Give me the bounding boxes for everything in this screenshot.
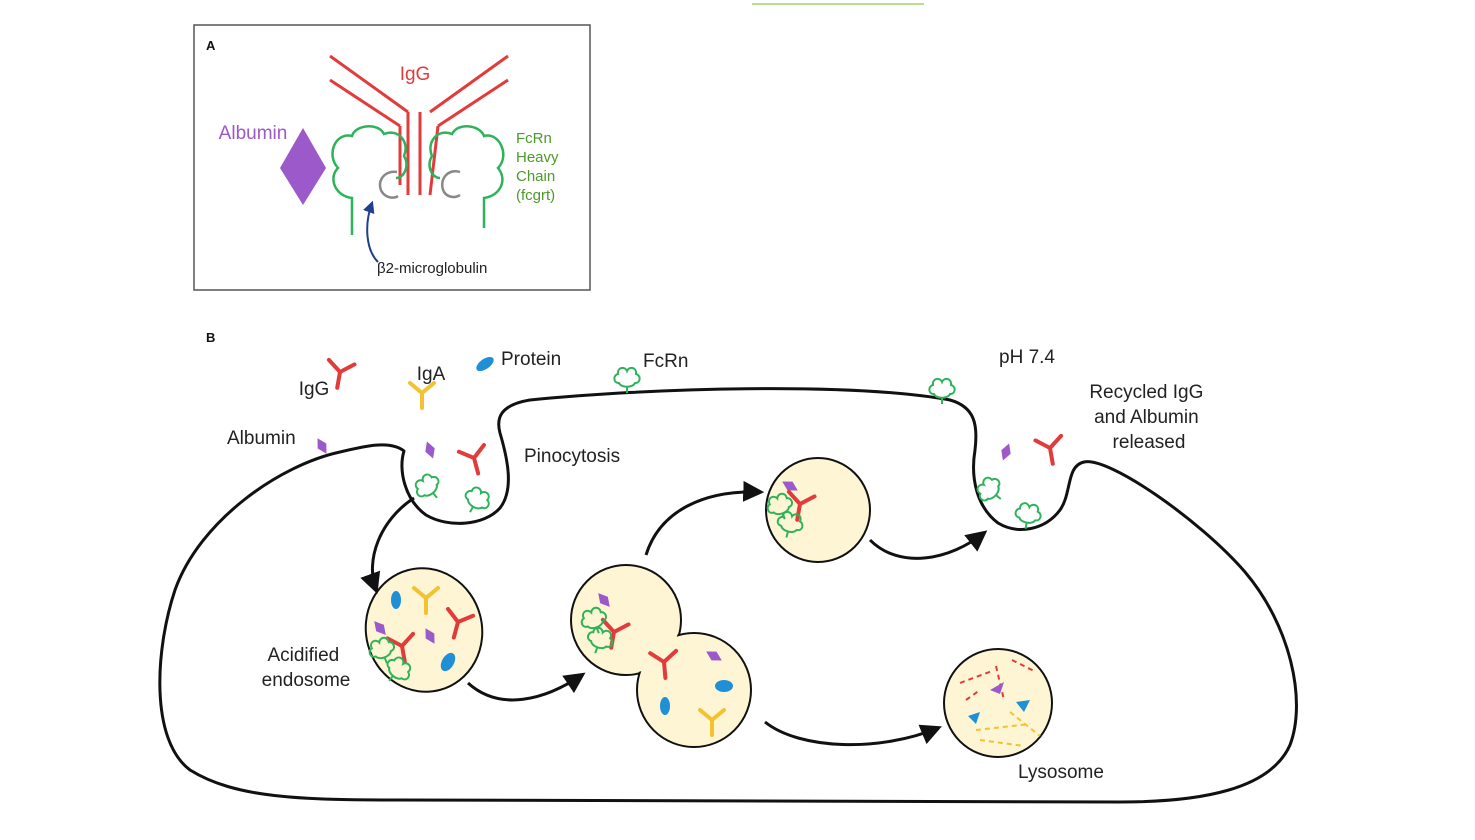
b2m-left-shape — [378, 170, 399, 199]
arrow-sorting-to-recycling — [644, 480, 765, 556]
lysosome — [943, 648, 1053, 758]
pit-fcrn-right — [458, 483, 495, 520]
panel-a-frame — [193, 24, 591, 291]
outside-iga — [408, 381, 436, 410]
panel-b-letter: B — [206, 330, 215, 345]
panel-a-igg-label: IgG — [400, 64, 431, 85]
cell-membrane — [158, 387, 1298, 804]
fcrn-right-shape — [428, 125, 505, 228]
exit-igg — [1033, 433, 1068, 469]
arrow-endosome-to-sorting — [466, 672, 586, 702]
panel-a: A IgG Albumin FcRn Heavy — [193, 24, 591, 291]
panel-b-iga-label: IgA — [417, 364, 446, 385]
panel-b-recycled-label: Recycled IgG and Albumin released — [1089, 382, 1208, 453]
panel-b-lysosome-label: Lysosome — [1018, 762, 1104, 783]
membrane-fcrn-top — [613, 366, 641, 394]
fcrn-left-shape — [331, 125, 408, 235]
panel-b-ph-label: pH 7.4 — [999, 347, 1055, 368]
pit-fcrn-left — [410, 469, 448, 507]
panel-b-fcrn-label: FcRn — [643, 351, 688, 372]
panel-a-albumin-label: Albumin — [219, 123, 288, 144]
panel-b-pinocytosis-label: Pinocytosis — [524, 446, 620, 467]
recycling-vesicle — [763, 457, 871, 563]
outside-protein — [476, 356, 494, 372]
arrow-pit-to-endosome — [360, 496, 415, 594]
panel-a-letter: A — [206, 38, 216, 53]
panel-a-b2m-label: β2-microglobulin — [377, 260, 487, 277]
arrow-recycling-to-membrane — [868, 530, 988, 560]
igg-antibody-shape — [329, 54, 509, 196]
exit-albumin — [998, 441, 1014, 463]
b2m-right-shape — [441, 169, 461, 199]
sorting-endosome — [570, 564, 752, 748]
acidified-endosome — [364, 567, 484, 693]
panel-b-albumin-label: Albumin — [227, 428, 296, 449]
b2m-pointer-arrow — [363, 200, 379, 263]
panel-b-igg-label: IgG — [299, 379, 330, 400]
exit-fcrn-left — [972, 472, 1010, 510]
pit-igg — [456, 442, 493, 479]
panel-a-fcrn-label: FcRn Heavy Chain (fcgrt) — [516, 130, 563, 204]
pit-albumin — [422, 439, 438, 461]
panel-b-protein-label: Protein — [501, 349, 561, 370]
albumin-shape — [280, 128, 326, 205]
panel-b: B — [158, 330, 1298, 804]
arrow-sorting-to-lysosome — [764, 720, 942, 747]
panel-b-endosome-label: Acidified endosome — [262, 645, 351, 691]
outside-albumin — [313, 435, 331, 457]
